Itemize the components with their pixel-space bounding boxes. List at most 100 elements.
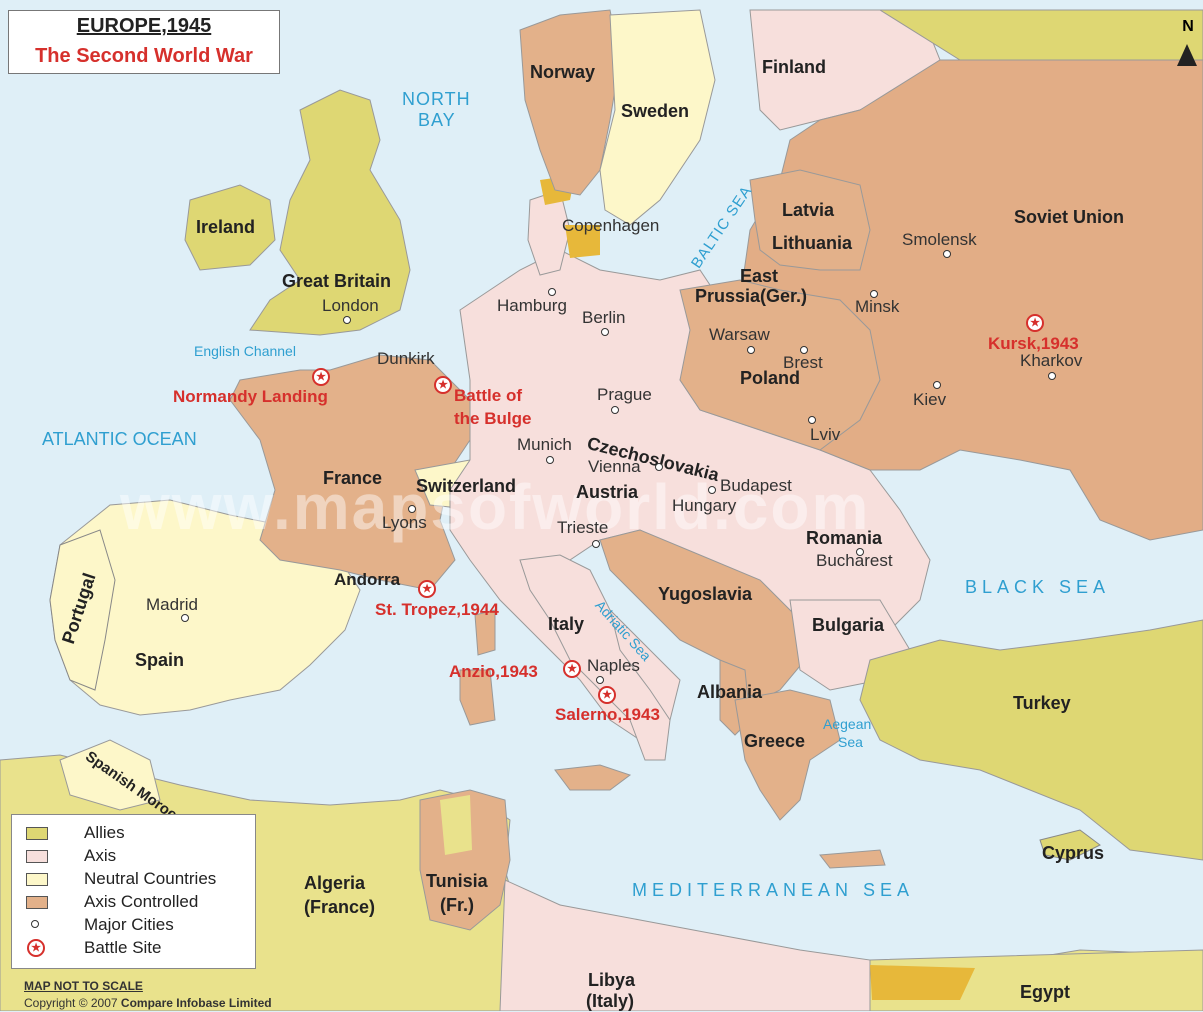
battle-kursk: Kursk,1943 — [988, 334, 1079, 353]
water-aegean-sea-line1: Aegean — [823, 716, 872, 732]
country-poland: Poland — [740, 368, 801, 388]
map-legend: Allies Axis Neutral Countries Axis Contr… — [11, 814, 256, 969]
country-switzerland: Switzerland — [416, 476, 517, 496]
city-dot-budapest — [708, 486, 716, 494]
battle-icon-salerno: ★ — [598, 686, 616, 704]
water-north-bay-line2: BAY — [418, 110, 456, 130]
danish-islands — [540, 175, 600, 258]
legend-swatch-axis-controlled — [26, 896, 48, 909]
city-smolensk: Smolensk — [902, 230, 977, 249]
tunisia-allies-patch — [440, 795, 472, 855]
city-dot-kiev — [933, 381, 941, 389]
legend-item: Allies — [12, 822, 255, 844]
country-libya-line1: Libya — [588, 970, 636, 990]
sardinia-island — [459, 669, 496, 726]
city-bucharest: Bucharest — [816, 551, 893, 570]
city-dot-berlin — [601, 328, 609, 336]
city-kiev: Kiev — [913, 390, 947, 409]
country-romania: Romania — [806, 528, 883, 548]
legend-item: Major Cities — [12, 914, 255, 936]
soviet-allied-region — [878, 9, 1203, 61]
country-norway: Norway — [530, 62, 596, 82]
battle-icon-st-tropez: ★ — [418, 580, 436, 598]
city-dot-madrid — [181, 614, 189, 622]
water-aegean-sea-line2: Sea — [838, 734, 863, 750]
country-bulgaria: Bulgaria — [812, 615, 885, 635]
city-munich: Munich — [517, 435, 572, 454]
city-dot-lyons — [408, 505, 416, 513]
sweden-region — [599, 9, 716, 226]
copyright-text: Copyright © 2007 — [24, 996, 121, 1010]
legend-battle-icon: ★ — [27, 939, 45, 957]
country-soviet-union: Soviet Union — [1014, 207, 1125, 227]
battle-normandy: Normandy Landing — [173, 387, 328, 406]
country-libya-line2: (Italy) — [586, 991, 635, 1011]
map-title-box: EUROPE,1945 The Second World War — [8, 10, 280, 74]
legend-item: Neutral Countries — [12, 868, 255, 890]
city-budapest: Budapest — [720, 476, 792, 495]
country-east-prussia-line1: East — [740, 266, 779, 286]
watermark: www.mapsofworld.com — [120, 471, 871, 543]
city-vienna: Vienna — [588, 457, 641, 476]
country-lithuania: Lithuania — [772, 233, 852, 253]
city-trieste: Trieste — [557, 518, 609, 537]
country-east-prussia-line2: Prussia(Ger.) — [695, 286, 808, 306]
city-dot-naples — [596, 676, 604, 684]
city-dot-munich — [546, 456, 554, 464]
city-dot-hamburg — [548, 288, 556, 296]
country-algeria-line1: Algeria — [304, 873, 366, 893]
city-dot-trieste — [592, 540, 600, 548]
legend-label: Allies — [84, 823, 125, 842]
country-austria: Austria — [576, 482, 639, 502]
country-great-britain: Great Britain — [282, 271, 392, 291]
battle-salerno: Salerno,1943 — [555, 705, 660, 724]
city-dot-prague — [611, 406, 619, 414]
city-warsaw: Warsaw — [709, 325, 770, 344]
battle-bulge-line2: the Bulge — [454, 409, 532, 428]
city-hamburg: Hamburg — [497, 296, 567, 315]
legend-item: ★ Battle Site — [12, 937, 255, 959]
water-black-sea: BLACK SEA — [965, 577, 1111, 597]
city-london: London — [322, 296, 379, 315]
libya-region — [499, 879, 871, 1011]
egypt-orange-area — [870, 965, 975, 1000]
country-france: France — [323, 468, 383, 488]
country-latvia: Latvia — [782, 200, 835, 220]
city-kharkov: Kharkov — [1020, 351, 1083, 370]
publisher-name: Compare Infobase Limited — [120, 996, 272, 1010]
water-atlantic-ocean: ATLANTIC OCEAN — [42, 429, 197, 449]
city-dot-vienna — [655, 463, 663, 471]
country-tunisia-line1: Tunisia — [426, 871, 488, 891]
city-prague: Prague — [597, 385, 652, 404]
country-turkey: Turkey — [1013, 693, 1071, 713]
city-dot-lviv — [808, 416, 816, 424]
legend-item: Axis Controlled — [12, 891, 255, 913]
city-dot-minsk — [870, 290, 878, 298]
legend-label: Neutral Countries — [84, 869, 217, 888]
legend-city-icon — [31, 920, 39, 928]
legend-item: Axis — [12, 845, 255, 867]
country-greece: Greece — [744, 731, 806, 751]
corsica-island — [474, 609, 496, 656]
greece-region — [734, 689, 841, 821]
country-ireland: Ireland — [196, 217, 256, 237]
country-hungary: Hungary — [672, 496, 737, 515]
legend-label: Axis Controlled — [84, 892, 199, 911]
city-naples: Naples — [587, 656, 640, 675]
city-berlin: Berlin — [582, 308, 626, 327]
north-label: N — [1182, 18, 1194, 35]
sicily-island — [554, 764, 632, 791]
copyright-line: Copyright © 2007 Compare Infobase Limite… — [24, 996, 272, 1010]
poland-region — [679, 279, 881, 451]
country-spain: Spain — [135, 650, 185, 670]
country-albania: Albania — [697, 682, 763, 702]
france-region — [229, 354, 471, 591]
battle-st-tropez: St. Tropez,1944 — [375, 600, 499, 619]
battle-icon-anzio: ★ — [563, 660, 581, 678]
battle-icon-kursk: ★ — [1026, 314, 1044, 332]
country-egypt: Egypt — [1020, 982, 1071, 1002]
great-britain-island — [249, 89, 411, 336]
country-andorra: Andorra — [334, 570, 401, 589]
country-finland: Finland — [762, 57, 826, 77]
country-yugoslavia: Yugoslavia — [658, 584, 753, 604]
